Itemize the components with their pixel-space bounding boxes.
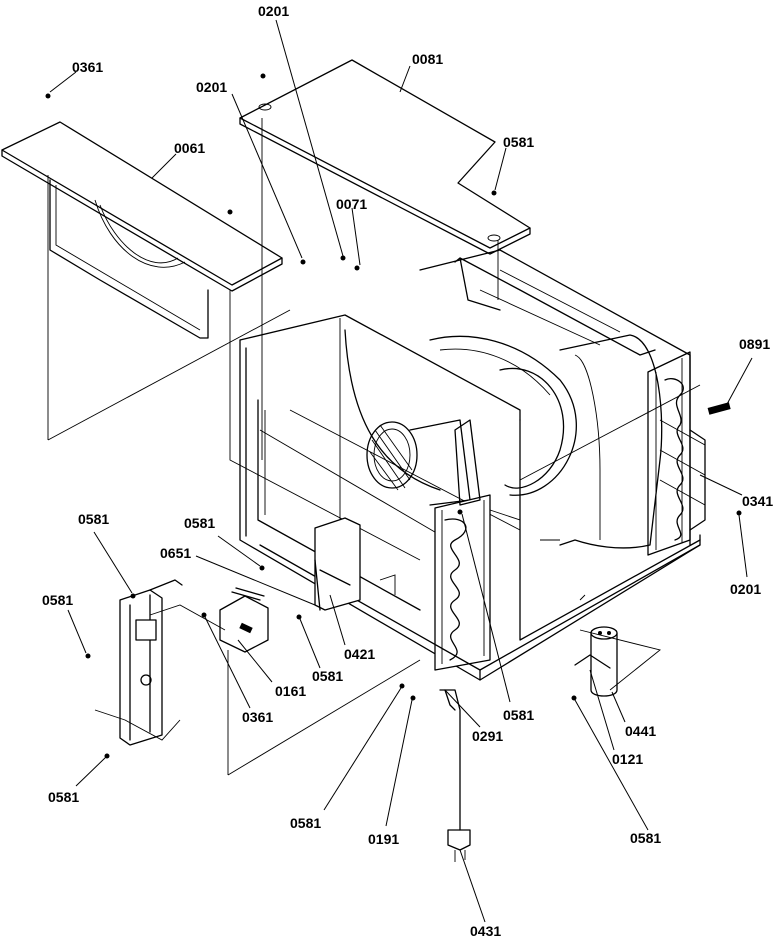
capacitor [574, 626, 618, 697]
callout-label: 0581 [290, 815, 321, 831]
screw-icon [736, 510, 742, 516]
control-panel-bracket [94, 579, 183, 746]
screw-icon [340, 255, 346, 261]
callout-label: 0581 [184, 515, 215, 531]
drain-trough [314, 517, 361, 611]
callout-labels: 0201 0361 0201 0081 0061 0581 0071 0891 … [42, 3, 773, 939]
leader-lines [49, 19, 753, 923]
top-cover-panel [239, 59, 531, 255]
screw-hardware [45, 73, 742, 759]
blower-assembly [344, 329, 663, 549]
callout-label: 0081 [412, 51, 443, 67]
callout-label: 0071 [336, 196, 367, 212]
callout-label: 0581 [78, 511, 109, 527]
callout-label: 0201 [730, 581, 761, 597]
screw-icon [300, 259, 306, 265]
screw-icon [130, 593, 136, 599]
callout-label: 0341 [742, 493, 773, 509]
fan-shroud-panel [1, 121, 283, 339]
screw-icon [201, 612, 207, 618]
callout-label: 0061 [174, 140, 205, 156]
assembly-lines [47, 118, 661, 776]
screw-icon [399, 683, 405, 689]
callout-label: 0891 [739, 336, 770, 352]
screw-icon [491, 190, 497, 196]
power-cord [439, 689, 471, 862]
screw-icon [259, 565, 265, 571]
callout-label: 0161 [275, 683, 306, 699]
screw-icon [45, 93, 51, 99]
callout-label: 0201 [196, 79, 227, 95]
callout-label: 0581 [42, 592, 73, 608]
callout-label: 0581 [503, 134, 534, 150]
callout-label: 0581 [503, 707, 534, 723]
control-box [219, 587, 269, 653]
screw-icon [85, 653, 91, 659]
outdoor-coil [647, 351, 706, 556]
callout-label: 0441 [625, 723, 656, 739]
callout-label: 0191 [368, 831, 399, 847]
callout-label: 0431 [470, 923, 501, 939]
callout-label: 0361 [242, 709, 273, 725]
screw-icon [457, 509, 463, 515]
callout-label: 0201 [258, 3, 289, 19]
callout-label: 0121 [612, 751, 643, 767]
callout-label: 0581 [312, 668, 343, 684]
screw-icon [410, 695, 416, 701]
screw-icon [354, 265, 360, 271]
indoor-coil [434, 419, 521, 671]
callout-label: 0651 [160, 545, 191, 561]
callout-label: 0291 [472, 728, 503, 744]
callout-label: 0421 [344, 646, 375, 662]
screw-icon [571, 695, 577, 701]
bracket-clip-icon [707, 402, 731, 415]
callout-label: 0361 [72, 59, 103, 75]
screw-icon [260, 73, 266, 79]
screw-icon [296, 614, 302, 620]
callout-label: 0581 [630, 830, 661, 846]
callout-label: 0581 [48, 789, 79, 805]
screw-icon [227, 209, 233, 215]
